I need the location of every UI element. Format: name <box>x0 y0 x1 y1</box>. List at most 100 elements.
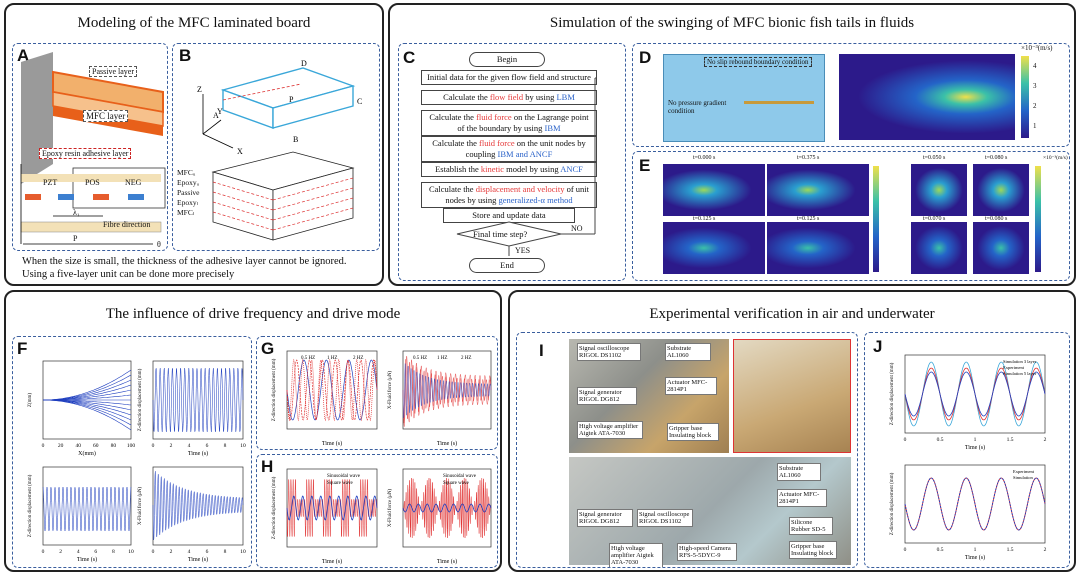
time-label: t=0.080 s <box>985 155 1008 161</box>
text: Calculate the <box>443 92 490 102</box>
x-tick-label: 10 <box>128 549 134 555</box>
label-e: E <box>639 156 651 175</box>
snapshot <box>973 164 1029 216</box>
caption: When the size is small, the thickness of… <box>22 256 347 280</box>
text: generalized-α method <box>498 195 573 205</box>
no-pressure-label: No pressure gradient condition <box>668 99 727 115</box>
x-axis-label: Time (s) <box>322 558 342 565</box>
series-line <box>152 471 244 540</box>
plot-frame <box>42 466 132 546</box>
x-axis-label: Time (s) <box>437 558 457 565</box>
text: ANCF <box>560 164 583 174</box>
y-axis-label: Z-direction displacement (mm) <box>138 368 143 431</box>
legend-entry: 1 HZ <box>327 356 337 361</box>
series-line <box>286 358 378 422</box>
text: Calculate the <box>428 184 476 194</box>
x-tick-label: 1.5 <box>1007 547 1014 553</box>
x-tick-label: 10 <box>240 549 246 555</box>
time-label: t=0.050 s <box>923 155 946 161</box>
annot: Gripper base Insulating block <box>667 423 719 441</box>
x-tick-label: 8 <box>112 549 115 555</box>
x-axis-label: X(mm) <box>78 450 96 457</box>
x-tick-label: 60 <box>93 443 99 449</box>
flow-connectors <box>456 77 597 256</box>
fish-tail <box>744 101 814 104</box>
plot-frame <box>402 468 492 548</box>
x-tick-label: 2 <box>1044 547 1047 553</box>
j-plots: Time (s) Z-direction displacement (mm) 0 0.… <box>890 354 1047 561</box>
x-tick-label: 0 <box>152 443 155 449</box>
panel-d: D No slip rebound boundary condition No … <box>632 43 1070 147</box>
h-plots: Time (s)Z-direction displacement (mm)Tim… <box>272 468 492 565</box>
y-axis-label: Z-direction displacement (mm) <box>890 472 895 535</box>
label-a: A <box>17 46 30 65</box>
panel-modeling: Modeling of the MFC laminated board A Pa… <box>4 3 384 286</box>
panel-experiment: Experimental verification in air and und… <box>508 290 1076 572</box>
snapshot <box>911 164 967 216</box>
legend-entry: Simulation 5 layer <box>1003 371 1037 376</box>
legend-entry: Experiment <box>1013 469 1035 474</box>
snapshot <box>767 164 869 216</box>
flow-yes: YES <box>515 246 531 255</box>
legend-entry: 0.5 HZ <box>413 356 427 361</box>
panel-title: Simulation of the swinging of MFC bionic… <box>549 15 915 31</box>
flow-decision: Final time step? <box>473 229 528 239</box>
panel-title: Modeling of the MFC laminated board <box>77 15 311 31</box>
x-tick-label: 2 <box>170 549 173 555</box>
annot: High voltage amplifier Aigtek ATA-7030 <box>609 543 663 567</box>
series-line <box>904 371 1046 417</box>
label-c: C <box>403 48 416 67</box>
panel-a: A Passive layer MFC layer Epoxy resin ad… <box>12 43 168 251</box>
legend-entry: Sinusoidal wave <box>327 474 361 479</box>
label-b: B <box>179 46 192 65</box>
x-tick-label: 80 <box>111 443 117 449</box>
x-tick-label: 0.5 <box>937 547 944 553</box>
x-axis-label: Time (s) <box>965 444 985 451</box>
flow-step-ancf: Establish the kinetic model by using ANC… <box>421 162 597 177</box>
x-axis-label: Time (s) <box>322 440 342 447</box>
colorbar-ticks: 4 3 2 1 <box>1033 56 1037 136</box>
label-f: F <box>17 339 28 358</box>
air-closeup-photo <box>733 339 851 453</box>
annot: Signal generator RIGOL DG812 <box>577 387 637 405</box>
label-g: G <box>261 339 275 358</box>
boundary-domain: No slip rebound boundary condition No pr… <box>663 54 825 142</box>
y-axis-label: X-Fluid force (μN) <box>138 487 143 526</box>
x-tick-label: 6 <box>94 549 97 555</box>
x-tick-label: 100 <box>127 443 136 449</box>
pzt-label: PZT <box>43 178 58 187</box>
flow-step-init: Initial data for the given flow field an… <box>421 70 597 85</box>
y-axis-label: X-Fluid force (μN) <box>388 489 393 528</box>
svg-text:Z: Z <box>197 85 202 94</box>
text: Establish the <box>435 164 481 174</box>
x-tick-label: 0 <box>42 443 45 449</box>
time-label: t=0.000 s <box>693 155 716 161</box>
y-axis-label: Z-direction displacement (mm) <box>272 358 277 421</box>
series-line <box>152 367 244 433</box>
text: Calculate the <box>432 138 479 148</box>
legend-entry: 1 HZ <box>437 356 447 361</box>
legend-entry: Simulation <box>1013 475 1034 480</box>
x-tick-label: 10 <box>240 443 246 449</box>
flow-begin: Begin <box>469 52 545 67</box>
panel-h: H Time (s)Z-direction displacement (mm)T… <box>256 454 498 568</box>
annot: High voltage amplifier Aigtek ATA-7030 <box>577 421 643 439</box>
element-illustration: D A B C P X Y Z <box>197 59 362 241</box>
tick: 4 <box>1033 62 1037 70</box>
x-tick-label: 0 <box>904 547 907 553</box>
x-axis-label: Time (s) <box>77 556 97 563</box>
text: LBM <box>556 92 575 102</box>
svg-text:A: A <box>213 111 219 120</box>
tick: 3 <box>1033 82 1037 90</box>
theta-axis-label: θ <box>157 240 161 249</box>
fibre-direction-label: Fibre direction <box>103 220 151 229</box>
layer-label: Passive <box>177 188 200 197</box>
series-line <box>42 486 132 532</box>
snapshot <box>767 222 869 274</box>
time-label: t=0.125 s <box>693 216 716 222</box>
x-tick-label: 8 <box>224 549 227 555</box>
series-line <box>43 399 132 431</box>
colorbar-unit: ×10⁻³(m/s) <box>1043 155 1068 161</box>
